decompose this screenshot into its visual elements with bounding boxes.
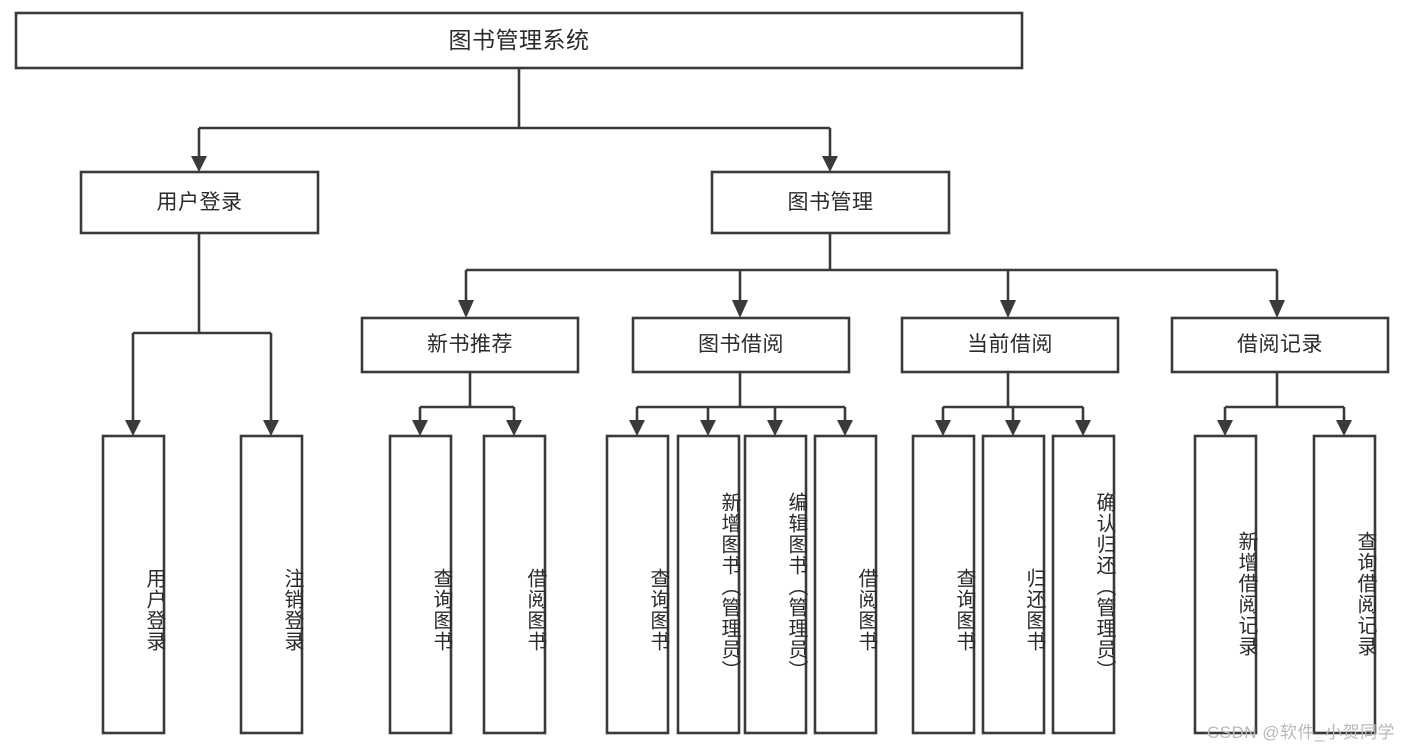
node-borrow-record[interactable] bbox=[1170, 316, 1390, 374]
arrow-head-currentborrow-2 bbox=[1005, 420, 1021, 436]
arrow-head-root-2 bbox=[822, 156, 838, 172]
arrow-head-root-1 bbox=[191, 156, 207, 172]
arrow-head-bookmanage-1 bbox=[458, 300, 474, 318]
arrow-head-currentborrow-1 bbox=[935, 420, 951, 436]
node-book-borrow[interactable] bbox=[631, 316, 851, 374]
arrow-head-bookborrow-4 bbox=[837, 420, 853, 436]
arrow-head-bookmanage-4 bbox=[1269, 300, 1285, 318]
leaf-box-new-book-1[interactable] bbox=[482, 434, 547, 735]
arrow-head-borrowrecord-2 bbox=[1336, 420, 1352, 436]
leaf-box-user-login-1[interactable] bbox=[239, 434, 304, 735]
node-new-book[interactable] bbox=[360, 316, 580, 374]
arrow-head-bookmanage-2 bbox=[732, 300, 748, 318]
leaf-box-current-borrow-0[interactable] bbox=[911, 434, 976, 735]
arrow-head-userlogin-2 bbox=[263, 420, 279, 436]
node-book-manage[interactable] bbox=[710, 170, 951, 235]
leaf-box-new-book-0[interactable] bbox=[388, 434, 453, 735]
leaf-box-borrow-record-0[interactable] bbox=[1193, 434, 1258, 735]
arrow-head-newbook-2 bbox=[506, 420, 522, 436]
leaf-box-book-borrow-3[interactable] bbox=[813, 434, 878, 735]
node-root[interactable] bbox=[14, 11, 1024, 70]
leaf-box-book-borrow-0[interactable] bbox=[605, 434, 670, 735]
arrow-head-bookborrow-3 bbox=[767, 420, 783, 436]
arrow-head-borrowrecord-1 bbox=[1217, 420, 1233, 436]
leaf-box-book-borrow-2[interactable] bbox=[743, 434, 808, 735]
arrow-head-bookborrow-2 bbox=[700, 420, 716, 436]
leaf-box-user-login-0[interactable] bbox=[101, 434, 166, 735]
leaf-box-borrow-record-1[interactable] bbox=[1312, 434, 1377, 735]
arrow-head-bookmanage-3 bbox=[1000, 300, 1016, 318]
node-user-login[interactable] bbox=[79, 170, 320, 235]
node-current-borrow[interactable] bbox=[900, 316, 1120, 374]
arrow-head-bookborrow-1 bbox=[629, 420, 645, 436]
leaf-box-current-borrow-2[interactable] bbox=[1051, 434, 1116, 735]
arrow-head-userlogin-1 bbox=[125, 420, 141, 436]
leaf-box-book-borrow-1[interactable] bbox=[676, 434, 741, 735]
leaf-box-current-borrow-1[interactable] bbox=[981, 434, 1046, 735]
arrow-head-newbook-1 bbox=[412, 420, 428, 436]
arrow-head-currentborrow-3 bbox=[1075, 420, 1091, 436]
